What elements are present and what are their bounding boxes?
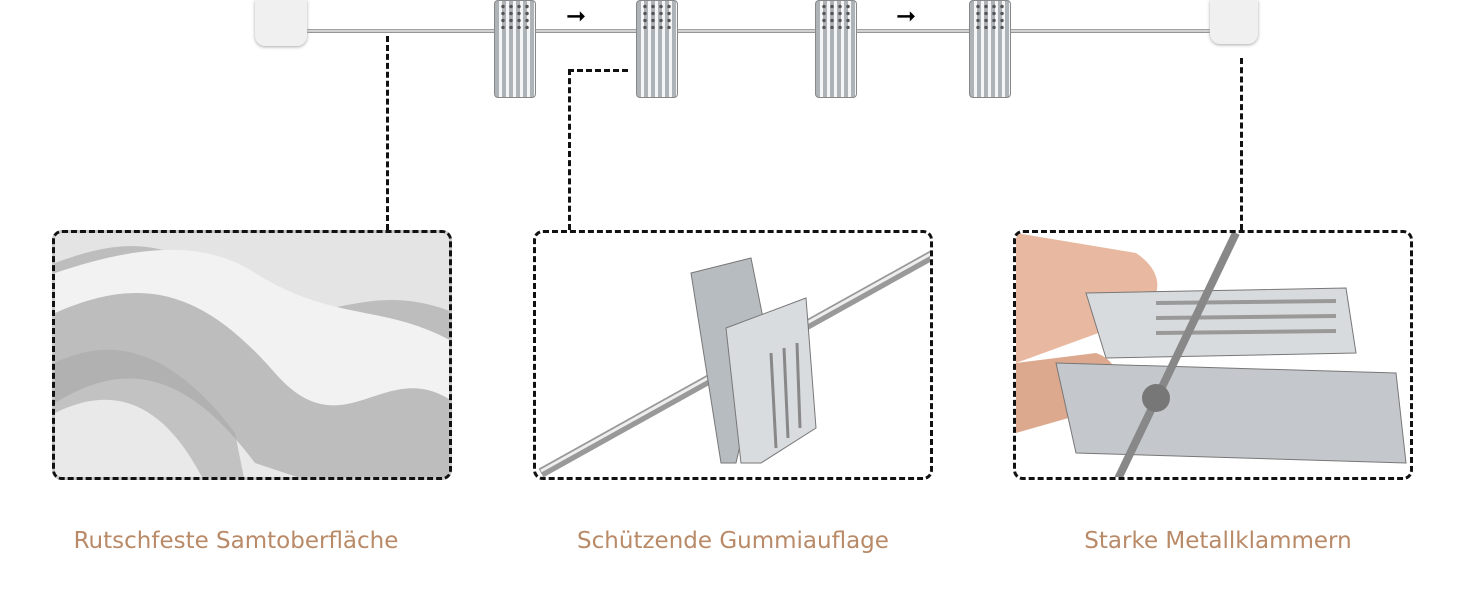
feature-label-rubber: Schützende Gummiauflage (577, 528, 889, 554)
hanger-end-left (255, 0, 307, 46)
metal-clip (494, 0, 536, 98)
feature-label-metal-clips: Starke Metallklammern (1084, 528, 1352, 554)
metal-clip (815, 0, 857, 98)
connector-line (568, 69, 571, 230)
metal-clip-closeup-image (1013, 230, 1413, 480)
connector-line (386, 36, 389, 230)
rubber-pad-clip-image (533, 230, 933, 480)
arrow-right-icon: ➞ (896, 2, 917, 30)
velvet-surface-image (52, 230, 452, 480)
connector-line (1240, 58, 1243, 230)
hanger-end-right (1210, 0, 1258, 44)
connector-line (568, 69, 628, 72)
feature-label-velvet: Rutschfeste Samtoberfläche (73, 528, 399, 554)
metal-clip (636, 0, 678, 98)
metal-clip (969, 0, 1011, 98)
arrow-right-icon: ➞ (566, 2, 587, 30)
hanger-rod (300, 29, 1220, 33)
